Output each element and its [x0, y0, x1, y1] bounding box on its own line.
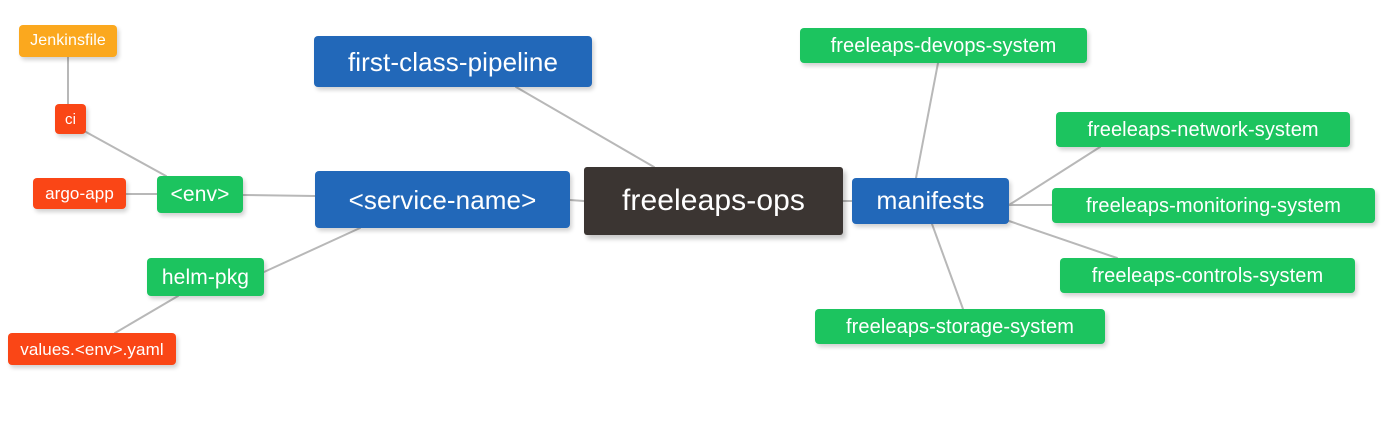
mindmap-node-freeleaps-ops[interactable]: freeleaps-ops — [584, 167, 843, 235]
edge-manifests-to-freeleaps-controls-system — [1008, 220, 1118, 259]
mindmap-node-label: argo-app — [45, 184, 114, 203]
edge-manifests-to-freeleaps-storage-system — [931, 223, 964, 310]
mindmap-node-label: freeleaps-ops — [621, 184, 806, 217]
mindmap-node-freeleaps-storage-system[interactable]: freeleaps-storage-system — [815, 309, 1105, 344]
mindmap-node-jenkinsfile[interactable]: Jenkinsfile — [19, 25, 117, 57]
mindmap-node-helm-pkg[interactable]: helm-pkg — [147, 258, 264, 296]
mindmap-node-label: <env> — [170, 183, 230, 206]
edge-manifests-to-freeleaps-network-system — [1008, 146, 1101, 206]
edge-service-name-to-env — [242, 194, 316, 197]
mindmap-node-label: Jenkinsfile — [30, 32, 106, 49]
mindmap-node-label: values.<env>.yaml — [20, 339, 164, 359]
mindmap-node-freeleaps-monitoring-system[interactable]: freeleaps-monitoring-system — [1052, 188, 1375, 223]
edge-freeleaps-ops-to-service-name — [569, 199, 585, 202]
edge-helm-pkg-to-values-env-yaml — [114, 295, 179, 334]
mindmap-node-manifests[interactable]: manifests — [852, 178, 1009, 224]
mindmap-node-label: helm-pkg — [161, 265, 250, 289]
mindmap-node-first-class-pipeline[interactable]: first-class-pipeline — [314, 36, 592, 87]
mindmap-node-label: freeleaps-network-system — [1087, 118, 1319, 141]
mindmap-node-ci[interactable]: ci — [55, 104, 86, 134]
mindmap-node-freeleaps-controls-system[interactable]: freeleaps-controls-system — [1060, 258, 1355, 293]
mindmap-node-label: ci — [64, 110, 77, 128]
mindmap-node-label: first-class-pipeline — [347, 46, 559, 77]
mindmap-node-label: freeleaps-storage-system — [845, 315, 1075, 338]
mindmap-node-argo-app[interactable]: argo-app — [33, 178, 126, 209]
mindmap-node-freeleaps-devops-system[interactable]: freeleaps-devops-system — [800, 28, 1087, 63]
mindmap-node-label: freeleaps-controls-system — [1091, 264, 1324, 287]
mindmap-node-label: freeleaps-monitoring-system — [1085, 194, 1341, 217]
mindmap-node-env[interactable]: <env> — [157, 176, 243, 213]
edge-env-to-ci — [85, 131, 167, 177]
mindmap-node-service-name[interactable]: <service-name> — [315, 171, 570, 228]
mindmap-node-values-env-yaml[interactable]: values.<env>.yaml — [8, 333, 176, 365]
mindmap-node-label: freeleaps-devops-system — [830, 34, 1057, 57]
edge-first-class-pipeline-to-freeleaps-ops — [515, 86, 655, 168]
mindmap-node-freeleaps-network-system[interactable]: freeleaps-network-system — [1056, 112, 1350, 147]
edge-manifests-to-freeleaps-devops-system — [915, 62, 939, 179]
edge-service-name-to-helm-pkg — [263, 227, 361, 273]
mindmap-node-label: manifests — [876, 186, 985, 215]
mindmap-node-label: <service-name> — [348, 184, 537, 215]
